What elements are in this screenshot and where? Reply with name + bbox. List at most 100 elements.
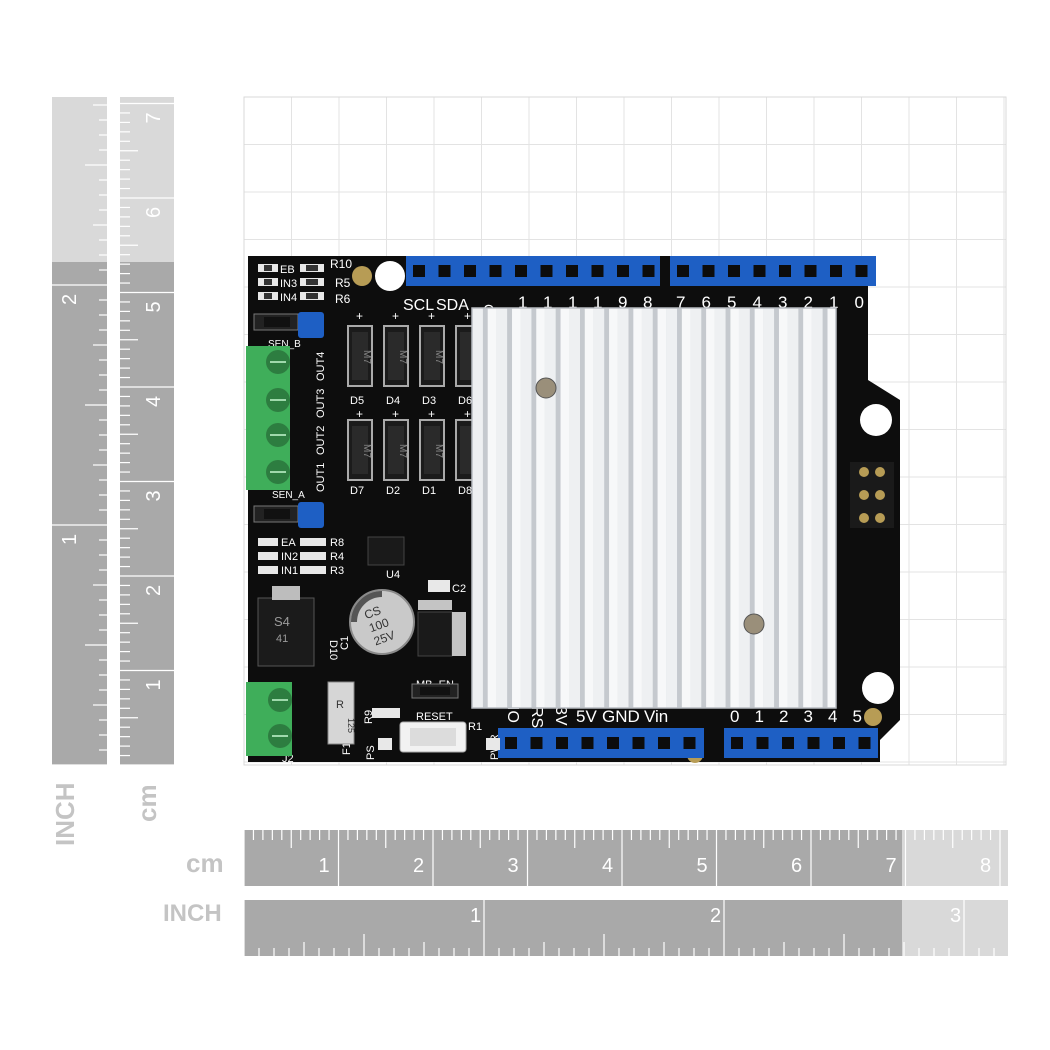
svg-text:+: + bbox=[428, 407, 435, 421]
cap-label-2: 100 bbox=[367, 615, 391, 635]
analog-pin-label: 2 bbox=[779, 707, 788, 726]
label-d10: D10 bbox=[327, 640, 339, 660]
fuse-label-2: 125 bbox=[346, 718, 356, 733]
diode-body-text: M7 bbox=[397, 350, 408, 364]
header-pin-hole bbox=[731, 737, 743, 749]
diode-body-text: M7 bbox=[433, 444, 444, 458]
trim-pot bbox=[298, 502, 324, 528]
header-pin-hole bbox=[413, 265, 425, 277]
header-pin-hole bbox=[438, 265, 451, 277]
header-pin-hole bbox=[702, 265, 715, 277]
label-f1: F1 bbox=[341, 742, 353, 755]
diode-label: D1 bbox=[422, 485, 436, 497]
heatsink-screw bbox=[743, 613, 765, 635]
label-d10-body2: 41 bbox=[276, 633, 288, 645]
svg-text:+: + bbox=[392, 407, 399, 421]
pin-label: 1 bbox=[829, 293, 838, 312]
pin-label: 2 bbox=[804, 293, 813, 312]
diode-label: D8 bbox=[458, 485, 472, 497]
analog-pin-label: 5 bbox=[853, 707, 862, 726]
pin-label: 4 bbox=[753, 293, 762, 312]
header-pin-hole bbox=[632, 737, 645, 749]
pin-label: 7 bbox=[676, 293, 685, 312]
label-eb: EB bbox=[280, 264, 295, 276]
fuse-label-1: R bbox=[336, 699, 344, 711]
header-pin-hole bbox=[756, 737, 769, 749]
label-in3: IN3 bbox=[280, 278, 297, 290]
header-pin-hole bbox=[464, 265, 476, 277]
mounting-hole-right bbox=[860, 404, 892, 436]
label-reset: RESET bbox=[416, 711, 453, 723]
header-pin-hole bbox=[515, 265, 527, 277]
cap-c2 bbox=[428, 580, 450, 592]
inch-tick-label: 3 bbox=[950, 905, 961, 927]
label-in1: IN1 bbox=[281, 565, 298, 577]
pin-label: 1 bbox=[518, 293, 527, 312]
cm-tick-label: 7 bbox=[886, 855, 897, 877]
cm-tick-label: 1 bbox=[143, 679, 165, 690]
mounting-hole-top bbox=[375, 261, 405, 291]
via-pad bbox=[864, 708, 882, 726]
label-in2: IN2 bbox=[281, 551, 298, 563]
header-pin-hole bbox=[858, 737, 871, 749]
header-pin-hole bbox=[807, 737, 820, 749]
header-pin-hole bbox=[677, 265, 689, 277]
header-pin-hole bbox=[753, 265, 766, 277]
mounting-hole-bottom-right bbox=[862, 672, 894, 704]
pin-label: 8 bbox=[643, 293, 652, 312]
label-3v: 3V bbox=[552, 706, 569, 726]
header-pin-hole bbox=[658, 737, 670, 749]
label-r5: R5 bbox=[335, 276, 351, 290]
trim-pot bbox=[298, 312, 324, 338]
analog-pin-label: 1 bbox=[755, 707, 764, 726]
header-digital-low bbox=[670, 256, 876, 286]
cap-label-3: 25V bbox=[372, 628, 397, 648]
header-pin-hole bbox=[617, 265, 629, 277]
via-pad bbox=[352, 266, 372, 286]
horizontal-cm-unit: cm bbox=[186, 848, 224, 878]
header-pin-hole bbox=[683, 737, 696, 749]
label-j2: J2 bbox=[282, 753, 294, 765]
vertical-inch-unit: INCH bbox=[50, 782, 80, 846]
label-rs: RS bbox=[528, 706, 545, 728]
pin-label: 0 bbox=[855, 293, 864, 312]
diode-label: D7 bbox=[350, 485, 364, 497]
header-pin-hole bbox=[591, 265, 604, 277]
svg-text:+: + bbox=[356, 407, 363, 421]
label-sda: SDA bbox=[436, 297, 469, 314]
pin-label: 1 bbox=[593, 293, 602, 312]
header-pin-hole bbox=[833, 737, 845, 749]
label-gnd: GND bbox=[602, 707, 640, 726]
label-d10-body1: S4 bbox=[274, 614, 290, 629]
inch-tick-label: 1 bbox=[470, 905, 481, 927]
analog-pin-label: 0 bbox=[730, 707, 739, 726]
diode-label: D5 bbox=[350, 395, 364, 407]
pin-label: 1 bbox=[568, 293, 577, 312]
label-out4: OUT4 bbox=[315, 352, 327, 381]
diode-label: D4 bbox=[386, 395, 400, 407]
cm-tick-label: 2 bbox=[413, 855, 424, 877]
cm-tick-label: 5 bbox=[143, 301, 165, 312]
inch-tick-label: 2 bbox=[59, 294, 81, 305]
pin-label: 9 bbox=[618, 293, 627, 312]
cm-tick-label: 4 bbox=[602, 855, 613, 877]
diode-label: D6 bbox=[458, 395, 472, 407]
diode-body-text: M7 bbox=[397, 444, 408, 458]
cm-tick-label: 3 bbox=[508, 855, 519, 877]
resistor-r9 bbox=[372, 708, 400, 718]
label-r3: R3 bbox=[330, 565, 344, 577]
horizontal-inch-unit: INCH bbox=[163, 900, 222, 927]
led-pwr bbox=[486, 738, 500, 750]
label-r8: R8 bbox=[330, 537, 344, 549]
cm-tick-label: 6 bbox=[791, 855, 802, 877]
svg-text:+: + bbox=[392, 309, 399, 323]
cm-tick-label: 8 bbox=[980, 855, 991, 877]
led-ps bbox=[378, 738, 392, 750]
diode-label: D3 bbox=[422, 395, 436, 407]
capacitor-c1 bbox=[349, 589, 415, 655]
label-out1: OUT1 bbox=[315, 463, 327, 492]
header-pin-hole bbox=[782, 737, 794, 749]
